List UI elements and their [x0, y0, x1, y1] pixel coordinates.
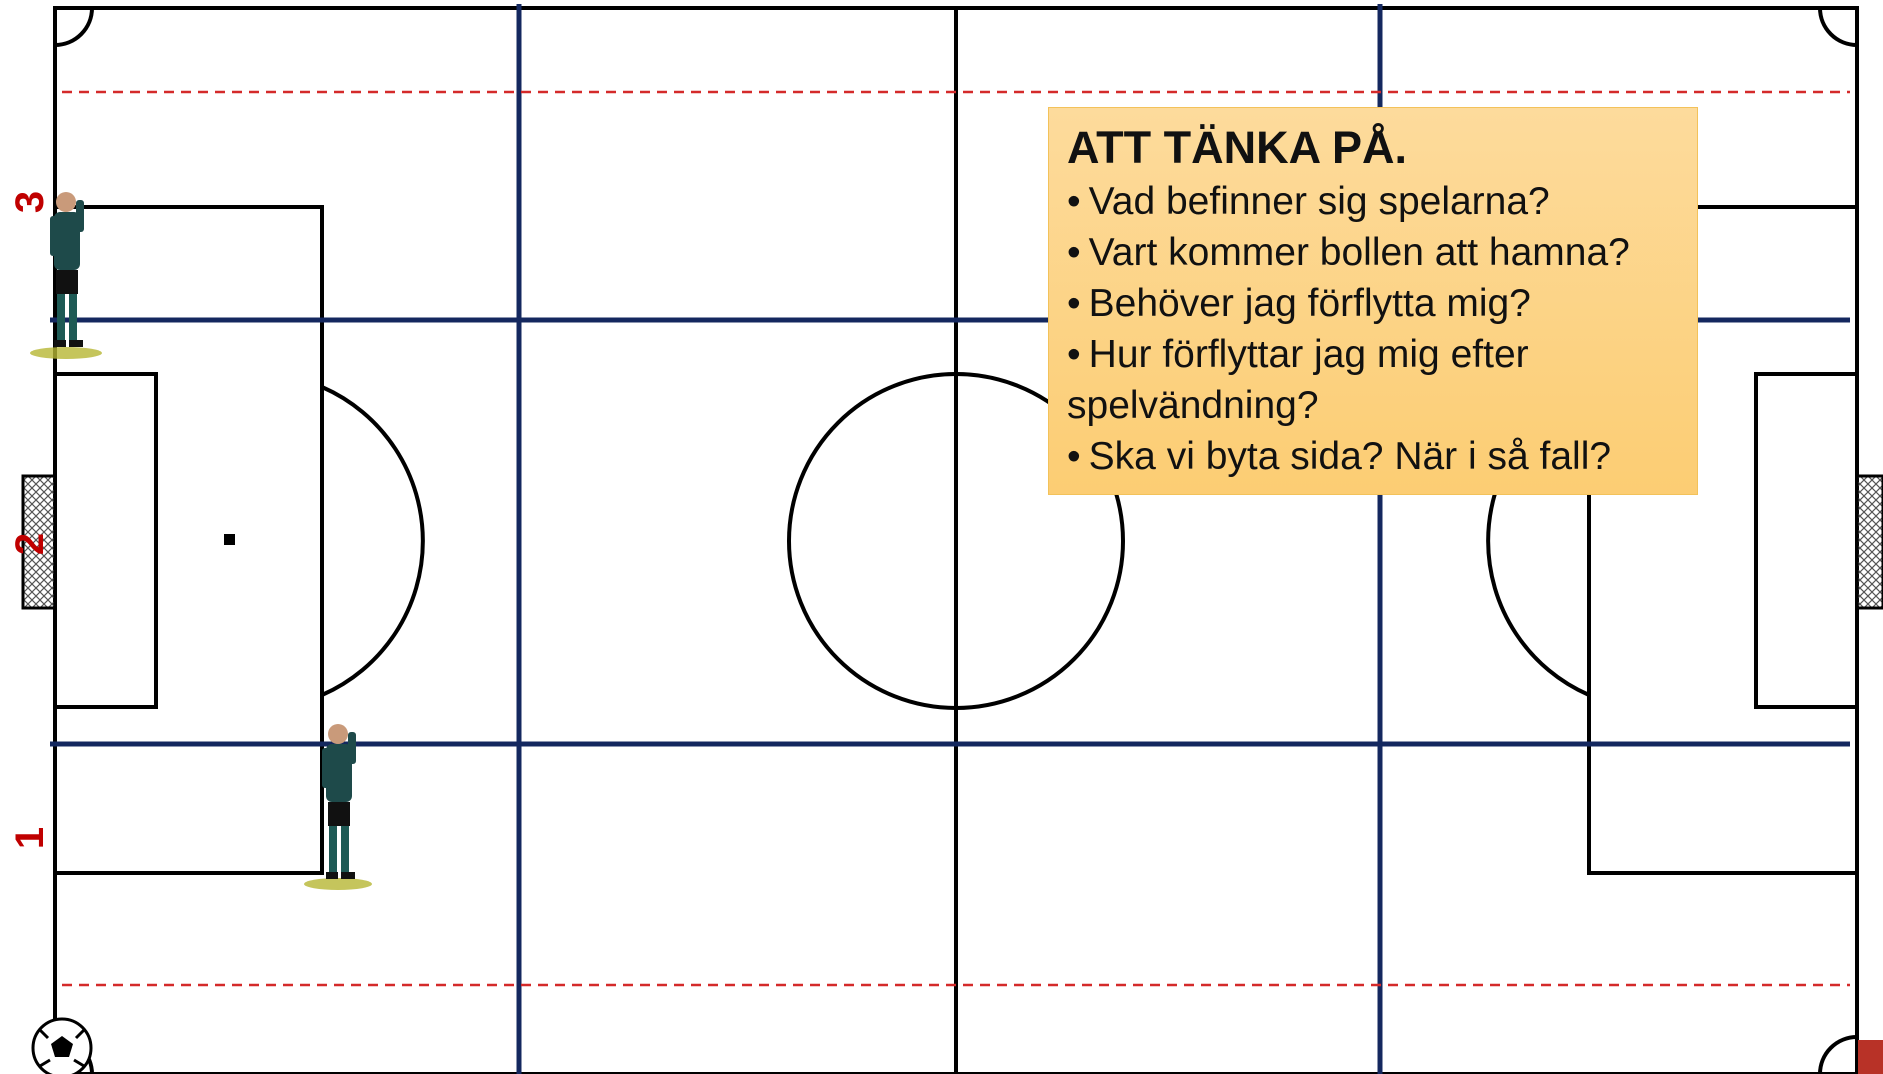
- bullet-icon: •: [1067, 231, 1081, 274]
- soccer-ball: [33, 1019, 91, 1074]
- corner-arc-top-right: [1820, 8, 1857, 45]
- right-goal-area: [1756, 374, 1857, 707]
- left-penalty-spot: [224, 534, 235, 545]
- left-goal-area: [55, 374, 156, 707]
- tips-list-item: •Vad befinner sig spelarna?: [1067, 176, 1707, 227]
- bullet-icon: •: [1067, 333, 1081, 376]
- bullet-icon: •: [1067, 282, 1081, 325]
- zone-label-3: 3: [0, 178, 60, 226]
- right-goal-net: [1857, 476, 1883, 608]
- assistant-referee-bottom: [304, 724, 372, 890]
- tips-title: ATT TÄNKA PÅ.: [1067, 120, 1707, 176]
- corner-arc-top-left: [55, 8, 92, 45]
- corner-marker: [1858, 1040, 1883, 1074]
- corner-arc-bottom-right: [1820, 1037, 1857, 1074]
- tips-list-item: •Behöver jag förflytta mig?: [1067, 278, 1707, 329]
- tips-list-item: •Vart kommer bollen att hamna?: [1067, 227, 1707, 278]
- left-penalty-area: [55, 207, 322, 873]
- zone-label-2: 2: [0, 520, 60, 568]
- zone-label-1: 1: [0, 814, 60, 862]
- tips-callout-text: ATT TÄNKA PÅ. •Vad befinner sig spelarna…: [1067, 120, 1707, 482]
- tips-list-item: •Ska vi byta sida? När i så fall?: [1067, 431, 1707, 482]
- tips-list-item: •Hur förflyttar jag mig efter spelvändni…: [1067, 329, 1707, 431]
- left-penalty-arc: [322, 387, 423, 695]
- bullet-icon: •: [1067, 435, 1081, 478]
- tips-list: •Vad befinner sig spelarna? •Vart kommer…: [1067, 176, 1707, 482]
- bullet-icon: •: [1067, 180, 1081, 223]
